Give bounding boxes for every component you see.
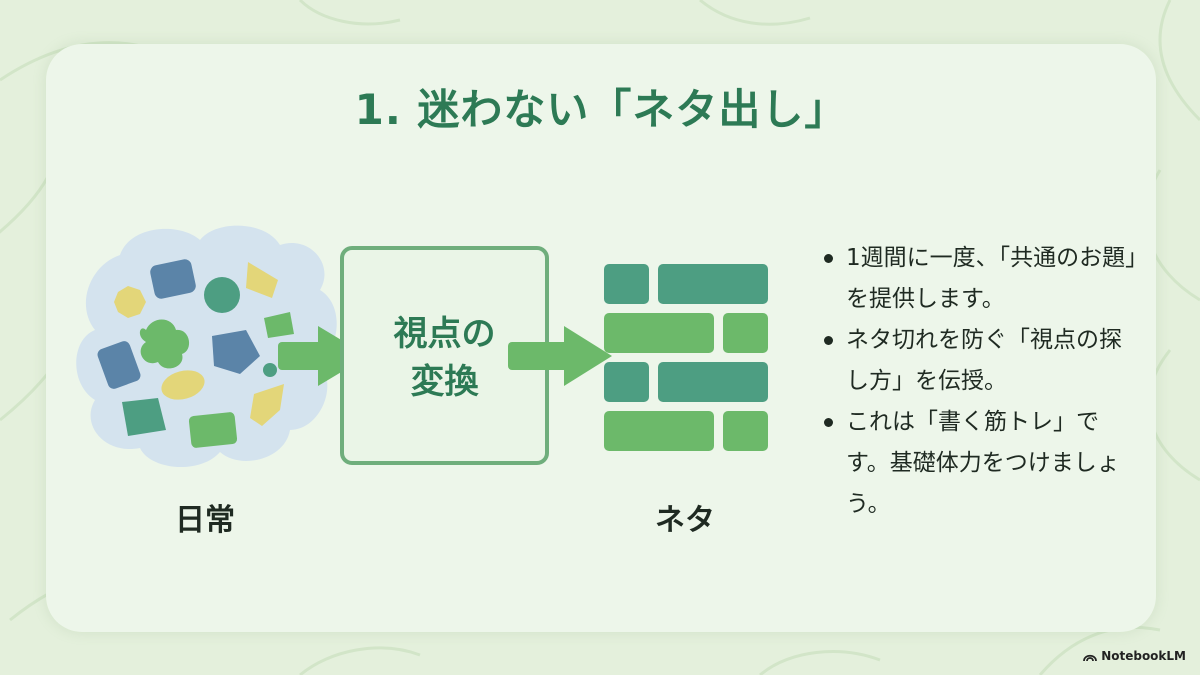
brand-name: NotebookLM: [1101, 649, 1186, 663]
fragment-shape: [212, 330, 260, 374]
fragment-shape: [204, 277, 240, 313]
fragment-shape: [97, 341, 141, 389]
brick: [658, 264, 768, 304]
brick: [604, 362, 649, 402]
perspective-label-line1: 視点の: [393, 314, 496, 354]
brick: [604, 264, 649, 304]
brick: [723, 313, 768, 353]
daily-fragments: [97, 259, 294, 448]
neta-brick-wall: [604, 264, 768, 451]
perspective-label-line2: 変換: [410, 362, 479, 402]
fragment-shape: [263, 363, 277, 377]
brand-watermark: NotebookLM: [1083, 649, 1186, 663]
slide-title: 1. 迷わない「ネタ出し」: [354, 85, 848, 134]
bullet-item: ネタ切れを防ぐ「視点の探し方」を伝授。: [820, 320, 1140, 402]
fragment-shape: [150, 259, 196, 299]
perspective-box-label: 視点の 変換: [342, 310, 547, 406]
fragment-shape: [264, 312, 294, 338]
notebooklm-logo-icon: [1083, 654, 1098, 662]
brick: [723, 411, 768, 451]
daily-label: 日常: [175, 503, 235, 538]
fragment-shape: [161, 370, 205, 400]
neta-label: ネタ: [655, 503, 715, 538]
brick: [604, 411, 714, 451]
fragment-shape: [122, 398, 166, 436]
brick: [658, 362, 768, 402]
arrow-to-neta: [508, 326, 612, 386]
bullet-item: 1週間に一度、「共通のお題」を提供します。: [820, 238, 1140, 320]
fragment-shape: [246, 262, 278, 298]
fragment-shape: [250, 384, 284, 426]
brick: [604, 313, 714, 353]
bullet-item: これは「書く筋トレ」です。基礎体力をつけましょう。: [820, 402, 1140, 525]
fragment-shape: [139, 319, 190, 369]
fragment-shape: [114, 286, 146, 318]
fragment-shape: [188, 412, 238, 448]
bullet-list: 1週間に一度、「共通のお題」を提供します。 ネタ切れを防ぐ「視点の探し方」を伝授…: [820, 238, 1140, 525]
